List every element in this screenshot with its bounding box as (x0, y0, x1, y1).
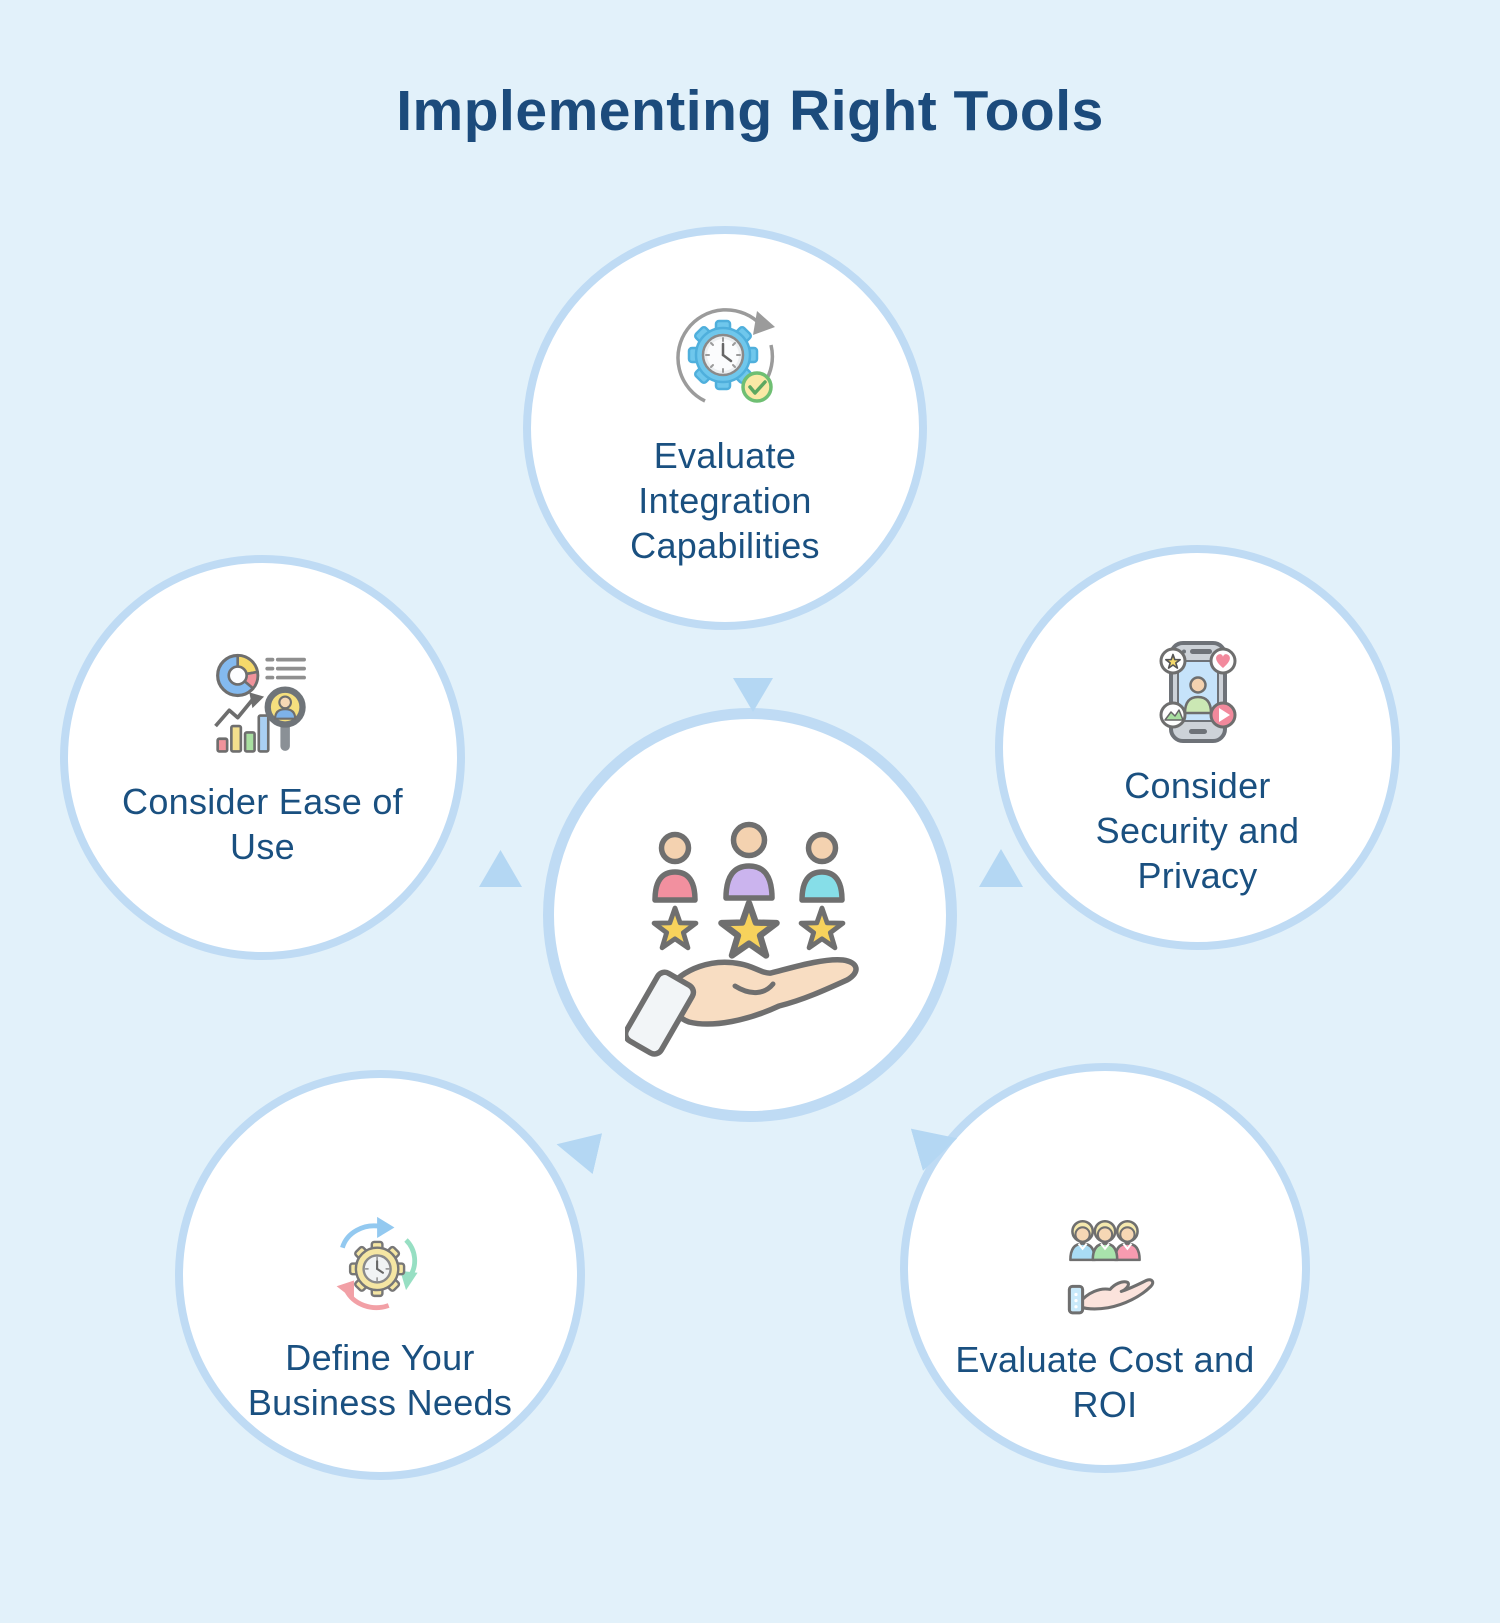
node-label: Consider Ease of Use (122, 780, 403, 867)
team-hand-icon (1049, 1209, 1161, 1321)
node-label: Define Your Business Needs (247, 1337, 513, 1423)
node-label: Evaluate Cost and ROI (955, 1339, 1255, 1425)
node-label: Evaluate Integration Capabilities (630, 434, 820, 566)
analytics-magnifier-icon (205, 647, 321, 763)
node-label: Consider Security and Privacy (1095, 765, 1300, 896)
flow-arrow-bottom-left-icon (552, 1124, 602, 1174)
flow-arrow-right-icon (979, 849, 1023, 887)
flow-arrow-left-icon (479, 850, 522, 887)
page-title: Implementing Right Tools (396, 79, 1104, 143)
node-cost-roi: Evaluate Cost and ROI (900, 1063, 1310, 1473)
node-center-right-tools (543, 708, 957, 1122)
gear-clock-sync-icon (661, 289, 789, 417)
node-security-privacy: Consider Security and Privacy (995, 545, 1400, 950)
flow-arrow-top-icon (733, 678, 773, 712)
mobile-privacy-icon (1143, 637, 1253, 747)
node-ease-of-use: Consider Ease of Use (60, 555, 465, 960)
node-business-needs: Define Your Business Needs (175, 1070, 585, 1480)
gear-cycle-icon (327, 1213, 433, 1319)
node-evaluate-integration: Evaluate Integration Capabilities (523, 226, 927, 630)
customer-rating-hand-icon (622, 818, 875, 1068)
